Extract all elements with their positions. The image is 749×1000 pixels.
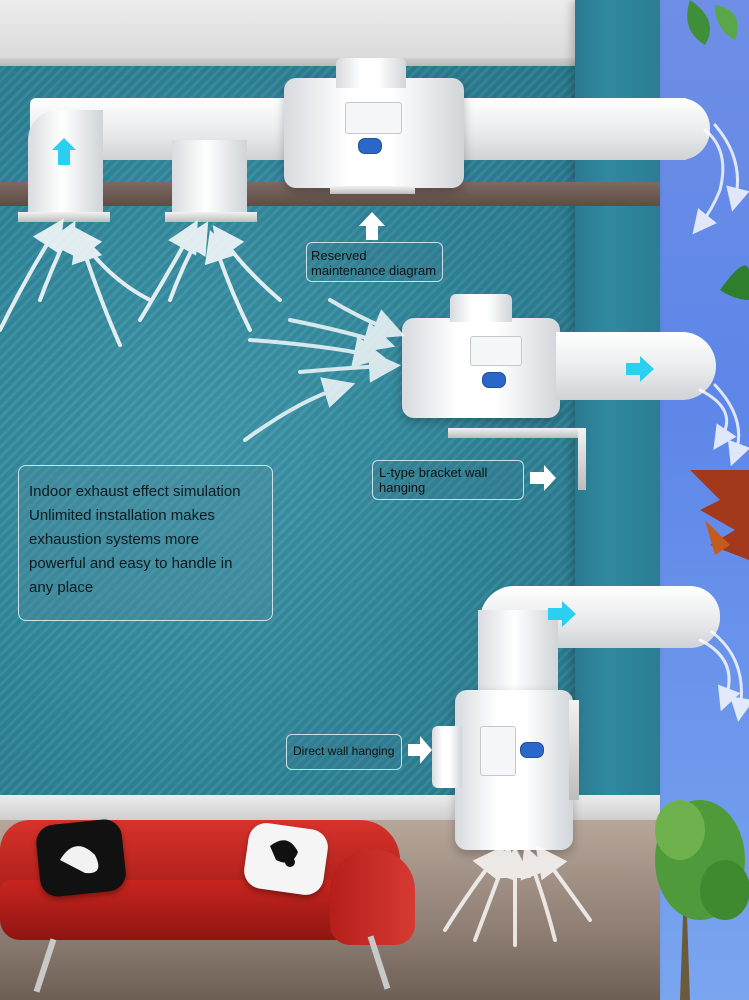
airflow-icon xyxy=(443,845,592,947)
sofa-arm xyxy=(330,850,415,945)
fan-top-housing xyxy=(336,58,406,88)
pointer-arrow-icon xyxy=(359,212,556,764)
outlet-elbow-top xyxy=(655,98,710,160)
direct-label-text: Direct wall hanging xyxy=(293,744,395,758)
bracket-label-line1: L-type bracket wall xyxy=(379,465,488,480)
top-duct-drop-right xyxy=(172,140,247,220)
lower-duct-vertical xyxy=(478,610,558,690)
fan-middle xyxy=(402,318,560,418)
bracket-label-line2: hanging xyxy=(379,480,426,495)
fan-middle-badge xyxy=(482,372,506,388)
fan-top-badge xyxy=(358,138,382,154)
fan-lower-side-housing xyxy=(432,726,462,788)
l-bracket-label: L-type bracket wall hanging xyxy=(372,460,524,500)
fan-lower-label xyxy=(480,726,516,776)
fan-middle-label xyxy=(470,336,522,366)
info-line-5: any place xyxy=(29,579,94,596)
fan-top-label xyxy=(345,102,402,134)
reserved-label-line2: maintenance diagram xyxy=(311,263,437,278)
info-line-1: Indoor exhaust effect simulation xyxy=(29,483,241,500)
tree-icon xyxy=(655,800,749,1000)
pillow-pattern xyxy=(60,840,298,874)
fan-top-mount xyxy=(330,186,415,194)
airflow-icon xyxy=(243,298,405,442)
info-line-4: powerful and easy to handle in xyxy=(29,555,233,572)
airflow-icon xyxy=(0,218,282,347)
ceiling-molding xyxy=(0,58,660,66)
intake-flange-right xyxy=(165,212,257,222)
intake-flange-left xyxy=(18,212,110,222)
info-line-2: Unlimited installation makes xyxy=(29,507,215,524)
ceiling xyxy=(0,0,660,62)
reserved-label-line1: Reserved xyxy=(311,248,367,263)
leaf-icon xyxy=(687,0,749,560)
flow-arrow-icon xyxy=(52,138,654,627)
info-line-3: exhaustion systems more xyxy=(29,531,200,548)
reserved-maintenance-label: Reserved maintenance diagram xyxy=(306,242,443,282)
airflow-icon xyxy=(692,123,749,722)
fan-middle-housing xyxy=(450,294,512,322)
l-bracket-vertical xyxy=(578,428,586,490)
fan-lower-badge xyxy=(520,742,544,758)
direct-wall-label: Direct wall hanging xyxy=(286,734,402,770)
l-bracket-horizontal xyxy=(448,428,586,438)
fan-lower-wall-plate xyxy=(569,700,579,800)
info-box: Indoor exhaust effect simulation Unlimit… xyxy=(18,465,273,621)
